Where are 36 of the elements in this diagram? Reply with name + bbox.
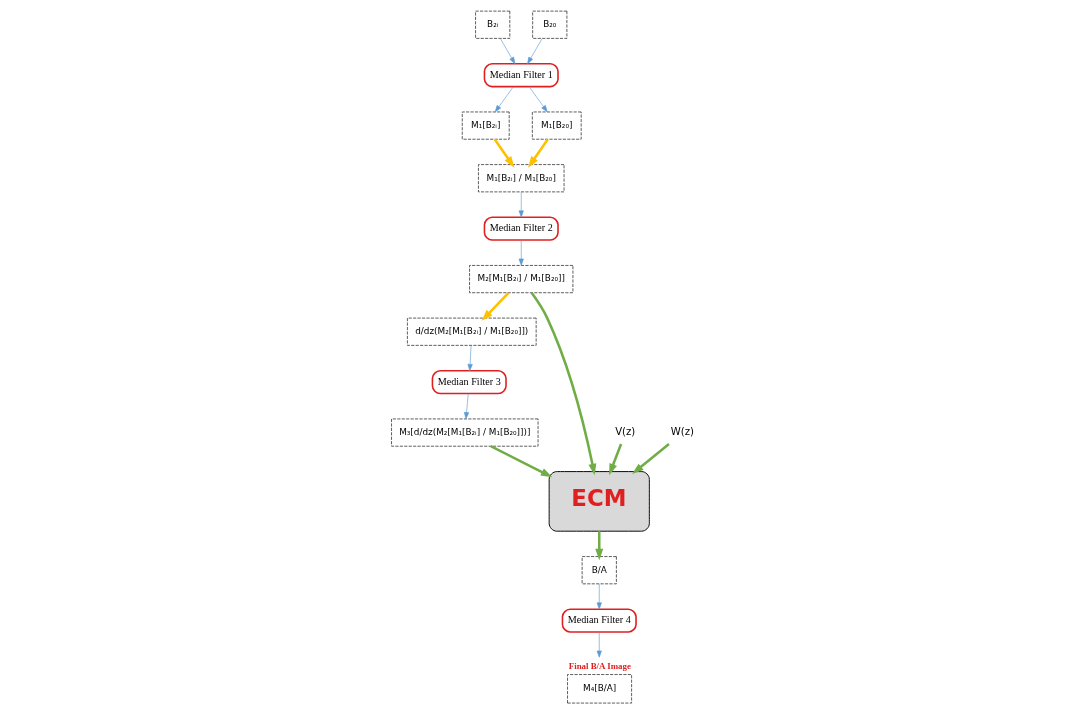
arrow [528, 86, 548, 113]
arrow [596, 583, 602, 610]
arrow [481, 292, 509, 321]
node-box: M₃[d/dz(M₂[M₁[B₂ᵢ] / M₁[B₂₀]])] [390, 418, 538, 447]
arrow [493, 138, 514, 168]
node-box: d/dz(M₂[M₁[B₂ᵢ] / M₁[B₂₀]]) [406, 317, 536, 346]
arrow [489, 445, 552, 478]
node-box: M₄[B/A] [566, 674, 632, 704]
node-box: M₂[M₁[B₂ᵢ] / M₁[B₂₀]] [468, 265, 573, 294]
arrow [494, 86, 514, 113]
arrow [526, 38, 542, 64]
node-box: Median Filter 1 [483, 62, 559, 88]
arrow [527, 138, 549, 168]
node-text: W(z) [670, 425, 694, 437]
node-box: M₁[B₂ᵢ] [461, 111, 509, 140]
node-box: B₂₀ [531, 10, 567, 39]
arrow [463, 393, 469, 420]
arrow [530, 292, 596, 476]
arrow [518, 239, 524, 266]
node-box: Median Filter 3 [431, 369, 507, 395]
node-box: B/A [581, 556, 617, 585]
arrow [594, 531, 603, 561]
node-box: M₁[B₂ᵢ] / M₁[B₂₀] [477, 164, 564, 193]
node-box: M₁[B₂₀] [531, 111, 581, 140]
arrow [596, 632, 602, 658]
arrow [631, 443, 670, 474]
arrow [608, 443, 622, 476]
node-box: ECM [548, 471, 650, 532]
arrow [499, 38, 515, 64]
arrow [467, 345, 473, 371]
node-text: V(z) [614, 425, 635, 437]
node-box: Median Filter 4 [561, 608, 637, 633]
node-label: Final B/A Image [568, 660, 631, 671]
arrow [518, 191, 524, 218]
node-box: Median Filter 2 [483, 216, 559, 241]
node-box: B₂ᵢ [474, 10, 510, 39]
